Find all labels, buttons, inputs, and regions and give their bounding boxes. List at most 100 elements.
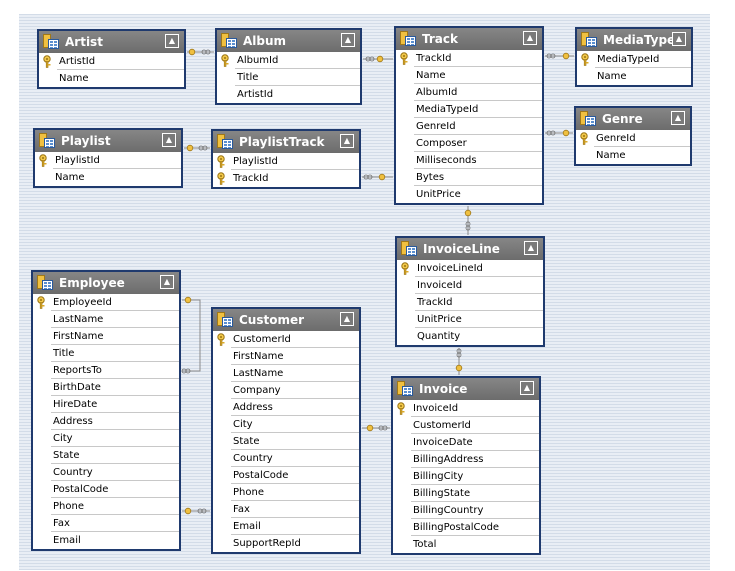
field-row[interactable]: ArtistId <box>235 86 360 103</box>
field-row[interactable]: Quantity <box>415 328 543 345</box>
field-row[interactable]: TrackId <box>415 294 543 311</box>
field-row[interactable]: Address <box>231 399 359 416</box>
field-row[interactable]: UnitPrice <box>415 311 543 328</box>
table-header[interactable]: Employee▲ <box>33 272 179 294</box>
field-row[interactable]: City <box>231 416 359 433</box>
collapse-button[interactable]: ▲ <box>671 111 685 125</box>
collapse-button[interactable]: ▲ <box>340 134 354 148</box>
field-row[interactable]: InvoiceId <box>397 400 539 417</box>
field-row[interactable]: Title <box>51 345 179 362</box>
field-row[interactable]: PostalCode <box>51 481 179 498</box>
field-row[interactable]: CustomerId <box>217 331 359 348</box>
collapse-button[interactable]: ▲ <box>524 241 538 255</box>
field-name: InvoiceId <box>417 279 463 291</box>
field-row[interactable]: Country <box>51 464 179 481</box>
field-row[interactable]: Email <box>51 532 179 549</box>
field-row[interactable]: Milliseconds <box>414 152 542 169</box>
table-header[interactable]: InvoiceLine▲ <box>397 238 543 260</box>
table-header[interactable]: Customer▲ <box>213 309 359 331</box>
field-name: Country <box>233 452 273 464</box>
field-row[interactable]: MediaTypeId <box>414 101 542 118</box>
field-row[interactable]: GenreId <box>414 118 542 135</box>
field-row[interactable]: FirstName <box>231 348 359 365</box>
field-row[interactable]: LastName <box>51 311 179 328</box>
field-row[interactable]: Name <box>595 68 691 85</box>
field-row[interactable]: Fax <box>51 515 179 532</box>
field-row[interactable]: PostalCode <box>231 467 359 484</box>
field-row[interactable]: UnitPrice <box>414 186 542 203</box>
collapse-button[interactable]: ▲ <box>162 133 176 147</box>
field-row[interactable]: PlaylistId <box>217 153 359 170</box>
table-header[interactable]: Track▲ <box>396 28 542 50</box>
field-row[interactable]: AlbumId <box>414 84 542 101</box>
table-header[interactable]: Genre▲ <box>576 108 690 130</box>
field-row[interactable]: ArtistId <box>43 53 184 70</box>
field-row[interactable]: Total <box>411 536 539 553</box>
field-row[interactable]: GenreId <box>580 130 690 147</box>
field-row[interactable]: BillingPostalCode <box>411 519 539 536</box>
field-row[interactable]: Country <box>231 450 359 467</box>
field-row[interactable]: HireDate <box>51 396 179 413</box>
field-row[interactable]: LastName <box>231 365 359 382</box>
field-row[interactable]: Phone <box>231 484 359 501</box>
field-row[interactable]: MediaTypeId <box>581 51 691 68</box>
field-row[interactable]: Name <box>414 67 542 84</box>
field-row[interactable]: BillingCity <box>411 468 539 485</box>
field-row[interactable]: BillingState <box>411 485 539 502</box>
table-header[interactable]: Album▲ <box>217 30 360 52</box>
field-row[interactable]: Fax <box>231 501 359 518</box>
table-header[interactable]: Invoice▲ <box>393 378 539 400</box>
field-row[interactable]: BillingCountry <box>411 502 539 519</box>
field-row[interactable]: Phone <box>51 498 179 515</box>
field-row[interactable]: ReportsTo <box>51 362 179 379</box>
field-row[interactable]: Name <box>53 169 181 186</box>
field-row[interactable]: InvoiceLineId <box>401 260 543 277</box>
field-row[interactable]: TrackId <box>400 50 542 67</box>
field-row[interactable]: SupportRepId <box>231 535 359 552</box>
field-row[interactable]: CustomerId <box>411 417 539 434</box>
field-row[interactable]: InvoiceDate <box>411 434 539 451</box>
field-row[interactable]: Address <box>51 413 179 430</box>
field-row[interactable]: InvoiceId <box>415 277 543 294</box>
field-row[interactable]: BillingAddress <box>411 451 539 468</box>
table-header[interactable]: MediaType▲ <box>577 29 691 51</box>
field-row[interactable]: Name <box>57 70 184 87</box>
field-row[interactable]: Bytes <box>414 169 542 186</box>
table-header[interactable]: PlaylistTrack▲ <box>213 131 359 153</box>
field-row[interactable]: Email <box>231 518 359 535</box>
field-row[interactable]: Company <box>231 382 359 399</box>
collapse-button[interactable]: ▲ <box>340 312 354 326</box>
table-header[interactable]: Artist▲ <box>39 31 184 53</box>
field-row[interactable]: BirthDate <box>51 379 179 396</box>
field-row[interactable]: Title <box>235 69 360 86</box>
field-row[interactable]: FirstName <box>51 328 179 345</box>
field-row[interactable]: PlaylistId <box>39 152 181 169</box>
field-row[interactable]: City <box>51 430 179 447</box>
collapse-button[interactable]: ▲ <box>165 34 179 48</box>
collapse-button[interactable]: ▲ <box>160 275 174 289</box>
collapse-button[interactable]: ▲ <box>341 33 355 47</box>
field-row[interactable]: Name <box>594 147 690 164</box>
field-name: Phone <box>233 486 264 498</box>
collapse-button[interactable]: ▲ <box>672 32 686 46</box>
field-row[interactable]: State <box>231 433 359 450</box>
field-row[interactable]: AlbumId <box>221 52 360 69</box>
collapse-button[interactable]: ▲ <box>520 381 534 395</box>
collapse-button[interactable]: ▲ <box>523 31 537 45</box>
table-header[interactable]: Playlist▲ <box>35 130 181 152</box>
field-row[interactable]: EmployeeId <box>37 294 179 311</box>
field-row[interactable]: TrackId <box>217 170 359 187</box>
field-row[interactable]: Composer <box>414 135 542 152</box>
field-row[interactable]: State <box>51 447 179 464</box>
